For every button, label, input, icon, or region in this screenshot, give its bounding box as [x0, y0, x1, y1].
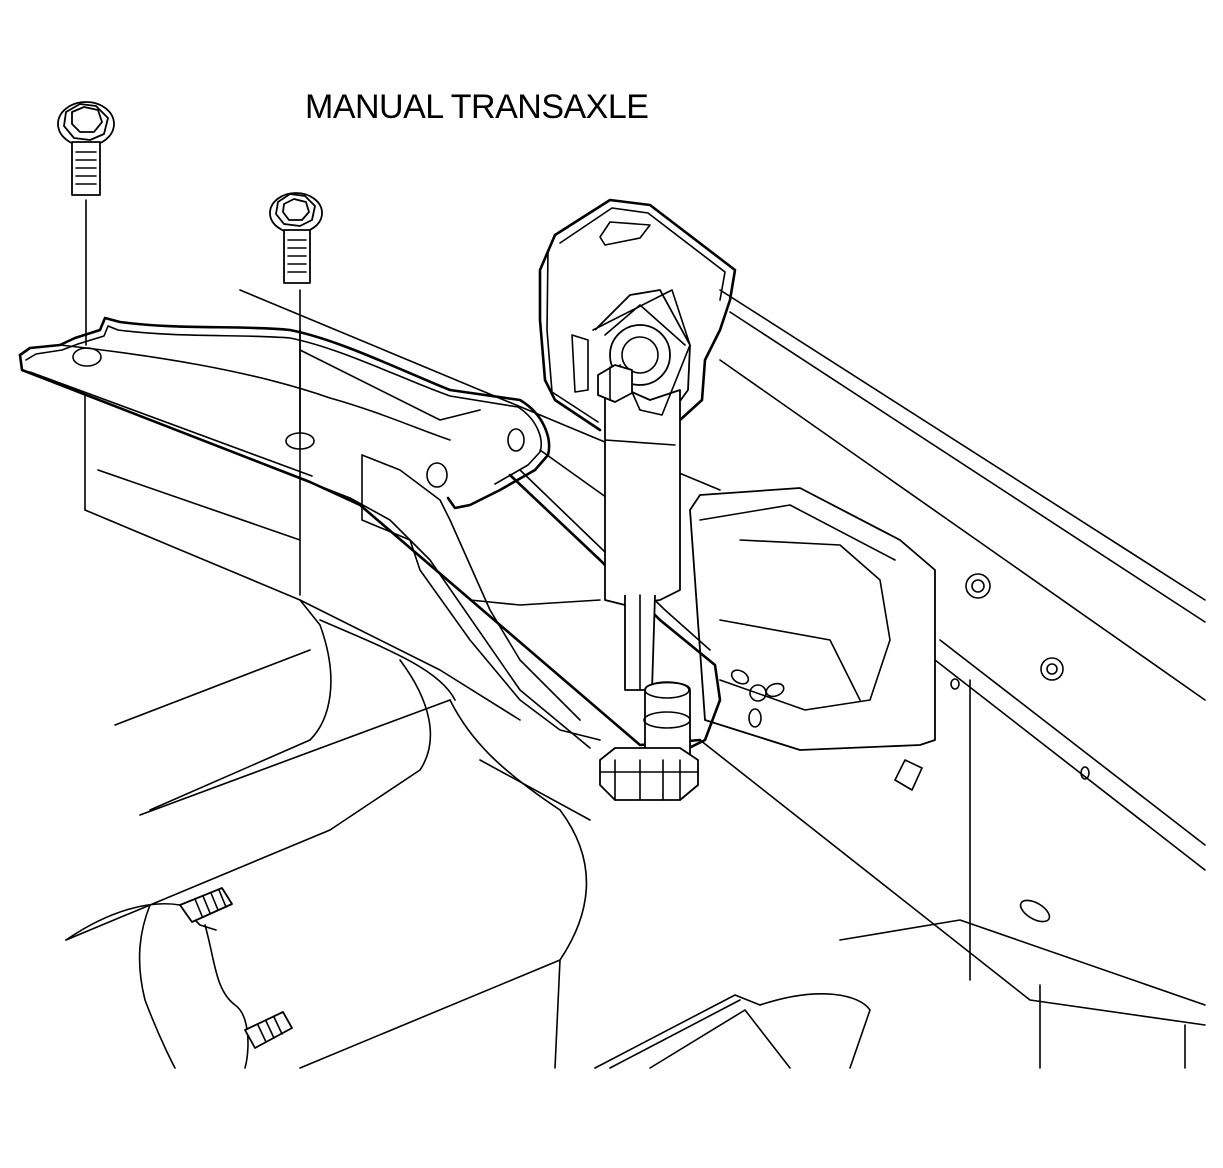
mount-nut-icon — [600, 682, 698, 800]
stud-icon — [245, 1012, 292, 1048]
bolt-icon — [58, 102, 114, 345]
bolt-icon — [270, 193, 322, 432]
stud-icon — [180, 888, 232, 922]
strut-icon — [540, 200, 735, 690]
frame-rail-icon — [595, 290, 1205, 1068]
diagram-title: MANUAL TRANSAXLE — [305, 88, 649, 126]
rail-block-icon — [690, 488, 935, 750]
